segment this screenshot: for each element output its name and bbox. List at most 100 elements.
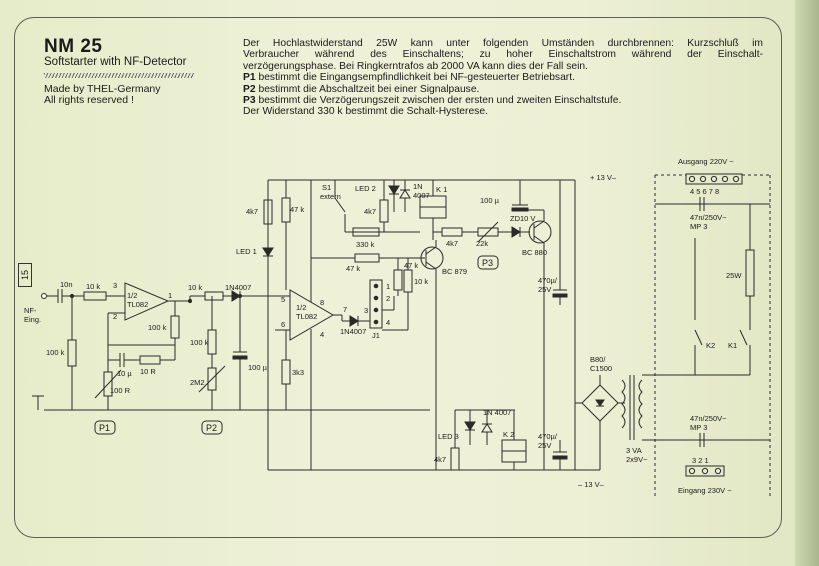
label-r-fb: 100 k [148, 323, 167, 332]
label-pin3: 3 [113, 281, 117, 290]
label-j-3: 3 [364, 306, 368, 315]
label-bridge-2: C1500 [590, 364, 612, 373]
label-r-10r: 10 R [140, 367, 156, 376]
desc-p3: P3 bestimmt die Verzögerungszeit zwische… [243, 95, 622, 107]
label-zd: ZD10 V [510, 214, 535, 223]
label-c-470-b1: 470µ/ [538, 432, 558, 441]
input-stage [41, 282, 193, 410]
label-in-cap: 10n [60, 280, 73, 289]
label-op2-2: TL082 [296, 312, 317, 321]
label-c-470-a2: 25V [538, 285, 551, 294]
description-text: Der Hochlastwiderstand 25W kann unter fo… [243, 38, 763, 118]
tag-p2: P2 [206, 423, 217, 433]
label-r-in: 10 k [86, 282, 100, 291]
label-cap-out-2: MP 3 [690, 222, 707, 231]
label-r-p2: 100 k [190, 338, 209, 347]
label-k2-contact: K2 [706, 341, 715, 350]
desc-line-3: verzögerungsphase. Bei Ringkerntrafos ab… [243, 60, 588, 72]
label-op2-1: 1/2 [296, 303, 306, 312]
label-r-47k-c: 47 k [404, 261, 418, 270]
led1-branch [262, 180, 274, 296]
label-t1: BC 879 [442, 267, 467, 276]
rights-line: All rights reserved ! [44, 94, 134, 106]
supply-caps [552, 180, 576, 470]
label-d3-2: 4007 [413, 191, 430, 200]
label-pin4: 4 [320, 330, 324, 339]
label-bridge-1: B80/ [590, 355, 606, 364]
rounded-frame [14, 17, 782, 538]
label-cap-in-1: 47n/250V~ [690, 414, 727, 423]
label-op1-1: 1/2 [127, 291, 137, 300]
label-j-2: 2 [386, 294, 390, 303]
label-pot-100r: 100 R [110, 386, 131, 395]
label-pot-22k: 22k [476, 239, 488, 248]
label-r-4k7-b: 4k7 [364, 207, 376, 216]
schematic-labels: 10n 10 k NF- Eing. 100 k 1/2 TL082 3 2 1… [24, 157, 742, 495]
label-vplus: + 13 V– [590, 173, 617, 182]
label-led2: LED 2 [355, 184, 376, 193]
label-in-title: Eingang 230V ~ [678, 486, 732, 495]
label-led3: LED 3 [438, 432, 459, 441]
label-k1-contact: K1 [728, 341, 737, 350]
mains-section [654, 173, 771, 496]
label-r-25w: 25W [726, 271, 742, 280]
delay-stage [433, 180, 552, 470]
label-tr-1: 3 VA [626, 446, 642, 455]
label-r-47k-b: 47 k [346, 264, 360, 273]
label-t2: BC 880 [522, 248, 547, 257]
label-s1: S1 [322, 183, 331, 192]
label-c-100u: 100 µ [248, 363, 268, 372]
label-pin2: 2 [113, 312, 117, 321]
label-input-1: NF- [24, 306, 37, 315]
model-subtitle: Softstarter with NF-Detector [44, 56, 187, 68]
label-cap-out-1: 47n/250V~ [690, 213, 727, 222]
label-pin6: 6 [281, 320, 285, 329]
label-r-330k: 330 k [356, 240, 375, 249]
label-pin8: 8 [320, 298, 324, 307]
label-r-47k-a: 47 k [290, 205, 304, 214]
label-c-fb: 10 µ [117, 369, 132, 378]
maker-line: Made by THEL-Germany [44, 83, 161, 95]
label-s1-extern: extern [320, 192, 341, 201]
page-number: 15 [18, 263, 32, 287]
label-pin1: 1 [168, 291, 172, 300]
timing-stage [189, 290, 290, 410]
label-r-3k3: 3k3 [292, 368, 304, 377]
comparator-stage [275, 180, 395, 470]
label-r-10k-c: 10 k [414, 277, 428, 286]
label-pin5: 5 [281, 295, 285, 304]
relay-k2-stage [450, 409, 527, 471]
label-d1: 1N4007 [225, 283, 251, 292]
desc-last: Der Widerstand 330 k bestimmt die Schalt… [243, 106, 488, 118]
label-out-title: Ausgang 220V ~ [678, 157, 734, 166]
label-cap-in-2: MP 3 [690, 423, 707, 432]
label-d3-1: 1N [413, 182, 423, 191]
label-pot-2m2: 2M2 [190, 378, 205, 387]
label-k1: K 1 [436, 185, 447, 194]
tag-p3: P3 [482, 258, 493, 268]
hatch-divider [44, 73, 194, 78]
label-r-bias: 100 k [46, 348, 65, 357]
power-supply [575, 374, 750, 471]
label-op1-2: TL082 [127, 300, 148, 309]
page-edge [795, 0, 819, 566]
label-input-2: Eing. [24, 315, 41, 324]
label-d2: 1N4007 [340, 327, 366, 336]
desc-line-2: Verbraucher während des Einschaltens; zu… [243, 49, 763, 61]
label-j-4: 4 [386, 318, 390, 327]
label-r-4k7-a: 4k7 [246, 207, 258, 216]
r47k-branch [281, 180, 291, 290]
label-c-470-a1: 470µ/ [538, 276, 558, 285]
label-k2: K 2 [503, 430, 514, 439]
label-vminus: – 13 V– [578, 480, 605, 489]
label-r-4k7-c: 4k7 [446, 239, 458, 248]
label-pin7: 7 [343, 305, 347, 314]
label-r-4k7-d: 4k7 [434, 455, 446, 464]
label-c-100u-b: 100 µ [480, 196, 500, 205]
model-title: NM 25 [44, 36, 103, 57]
pot-tags: P1 P2 P3 [94, 255, 499, 435]
desc-p1: P1 bestimmt die Eingangsempfindlichkeit … [243, 72, 575, 84]
label-d4: 1N 4007 [483, 408, 511, 417]
